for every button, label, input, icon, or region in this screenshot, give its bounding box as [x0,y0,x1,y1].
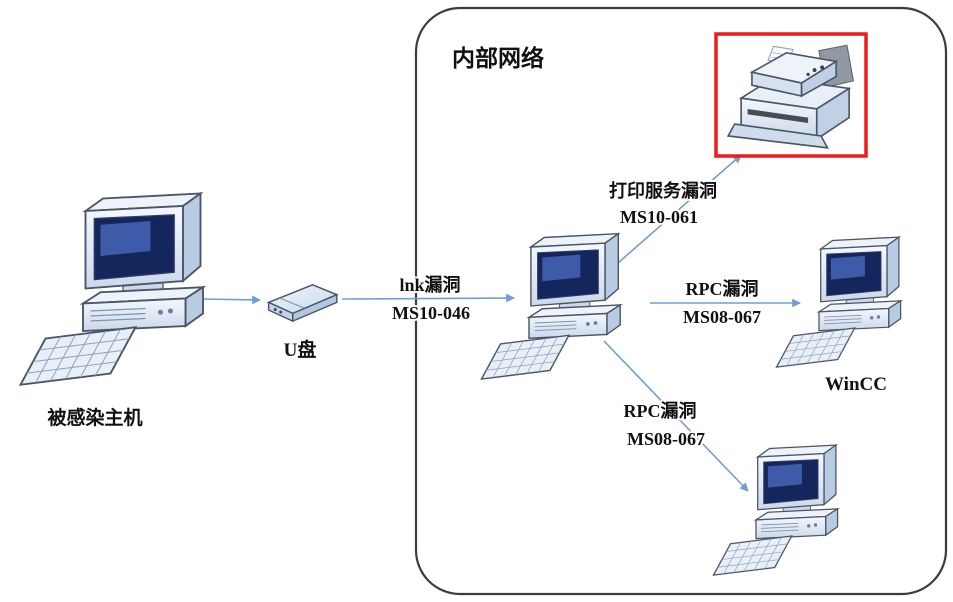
lnk-advisory-label: MS10-046 [392,303,470,323]
infected-host-computer-icon [19,192,204,386]
usb-drive-icon [267,284,338,322]
wincc-label: WinCC [825,374,887,395]
usb-label: U盘 [284,338,317,361]
arrow-entry-to-printer [617,154,742,264]
internal-network-label: 内部网络 [452,45,544,71]
lnk-vuln-label: lnk漏洞 [399,275,460,295]
arrow-host-to-usb [201,295,261,305]
infected-host-label: 被感染主机 [47,406,142,429]
internal-network-boundary [414,6,948,596]
printer-highlight-box [714,32,868,158]
printer-icon [727,44,855,149]
wincc-host-computer-icon [775,236,902,368]
entry-host-computer-icon [480,232,621,380]
rpc-wincc-advisory-label: MS08-067 [683,307,761,327]
arrow-entry-to-second-host [603,340,749,492]
rpc-wincc-vuln-label: RPC漏洞 [686,279,759,299]
arrow-usb-to-entry-host [341,293,515,303]
print-service-vuln-label: 打印服务漏洞 [609,180,717,201]
rpc-second-vuln-label: RPC漏洞 [624,401,697,421]
print-service-advisory-label: MS10-061 [620,207,698,227]
rpc-second-advisory-label: MS08-067 [627,429,705,449]
second-host-computer-icon [712,444,839,576]
